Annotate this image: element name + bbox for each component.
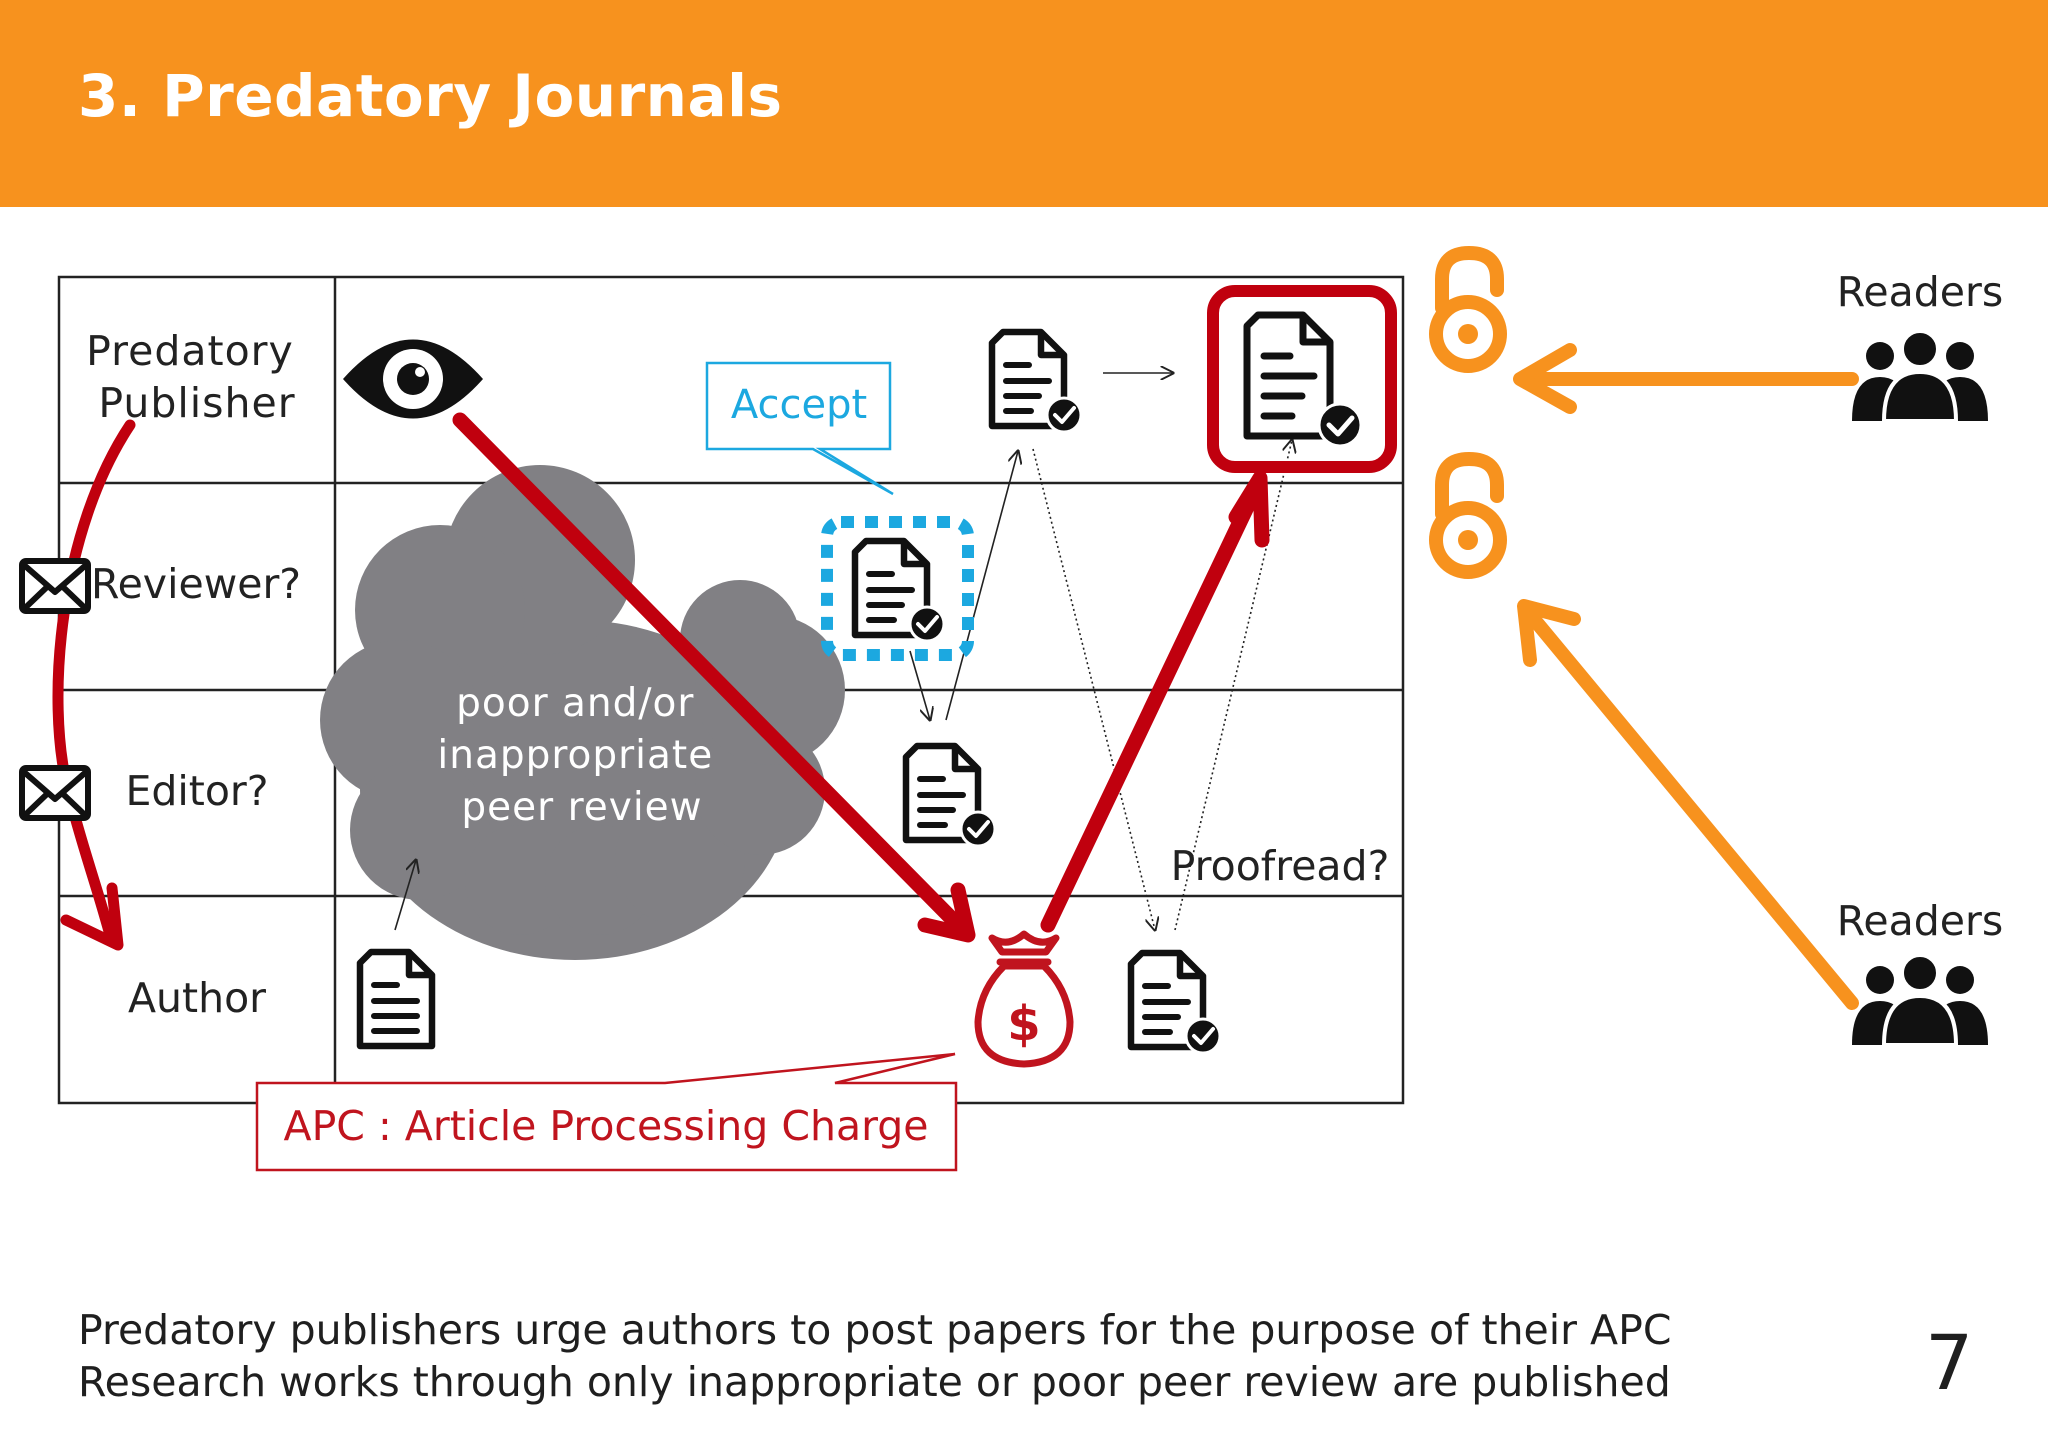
people-group-icon xyxy=(1852,953,1988,1047)
open-access-icon xyxy=(1429,245,1507,373)
document-check-icon xyxy=(1243,311,1363,448)
readers-label-bottom: Readers xyxy=(1837,897,2003,945)
proofread-label: Proofread? xyxy=(1171,842,1390,890)
envelope-icon xyxy=(19,765,91,821)
footer-line-2: Research works through only inappropriat… xyxy=(78,1358,1671,1406)
orange-arrow-top xyxy=(1513,343,1859,414)
red-arrow-to-apc xyxy=(452,412,976,943)
accept-label: Accept xyxy=(731,382,867,428)
apc-label: APC : Article Processing Charge xyxy=(284,1102,929,1150)
eye-icon xyxy=(343,339,483,419)
readers-label-top: Readers xyxy=(1837,268,2003,316)
row-label-reviewer: Reviewer? xyxy=(91,560,301,608)
envelope-icon xyxy=(19,558,91,614)
apc-callout: APC : Article Processing Charge xyxy=(255,1052,958,1172)
red-arrow-to-published xyxy=(1040,470,1270,933)
poor-review-cloud xyxy=(320,465,845,960)
row-label-editor: Editor? xyxy=(125,767,268,815)
footer-line-1: Predatory publishers urge authors to pos… xyxy=(78,1306,1672,1354)
people-group-icon xyxy=(1852,329,1988,423)
left-curved-arrow xyxy=(52,419,136,951)
svg-text:$: $ xyxy=(1007,996,1040,1052)
open-access-icon xyxy=(1429,451,1507,579)
thin-arrows xyxy=(394,373,1292,930)
document-check-icon xyxy=(902,742,997,848)
header-background xyxy=(0,0,2048,207)
published-highlight-box xyxy=(1207,285,1397,473)
money-bag-icon: $ xyxy=(974,930,1074,1068)
accept-callout: Accept xyxy=(705,361,894,496)
header-bar xyxy=(0,0,2048,207)
page-title: 3. Predatory Journals xyxy=(78,62,783,130)
cloud-label: poor and/or inappropriate peer review xyxy=(437,681,726,830)
row-label-author: Author xyxy=(128,974,266,1022)
document-check-icon xyxy=(988,328,1083,434)
reviewer-highlight-box xyxy=(821,516,974,661)
row-label-publisher: Predatory Publisher xyxy=(86,327,308,427)
document-icon xyxy=(356,948,436,1050)
page-number: 7 xyxy=(1925,1318,1974,1407)
document-check-icon xyxy=(1127,949,1222,1055)
document-check-icon xyxy=(851,537,946,643)
orange-arrow-bottom xyxy=(1517,599,1859,1010)
